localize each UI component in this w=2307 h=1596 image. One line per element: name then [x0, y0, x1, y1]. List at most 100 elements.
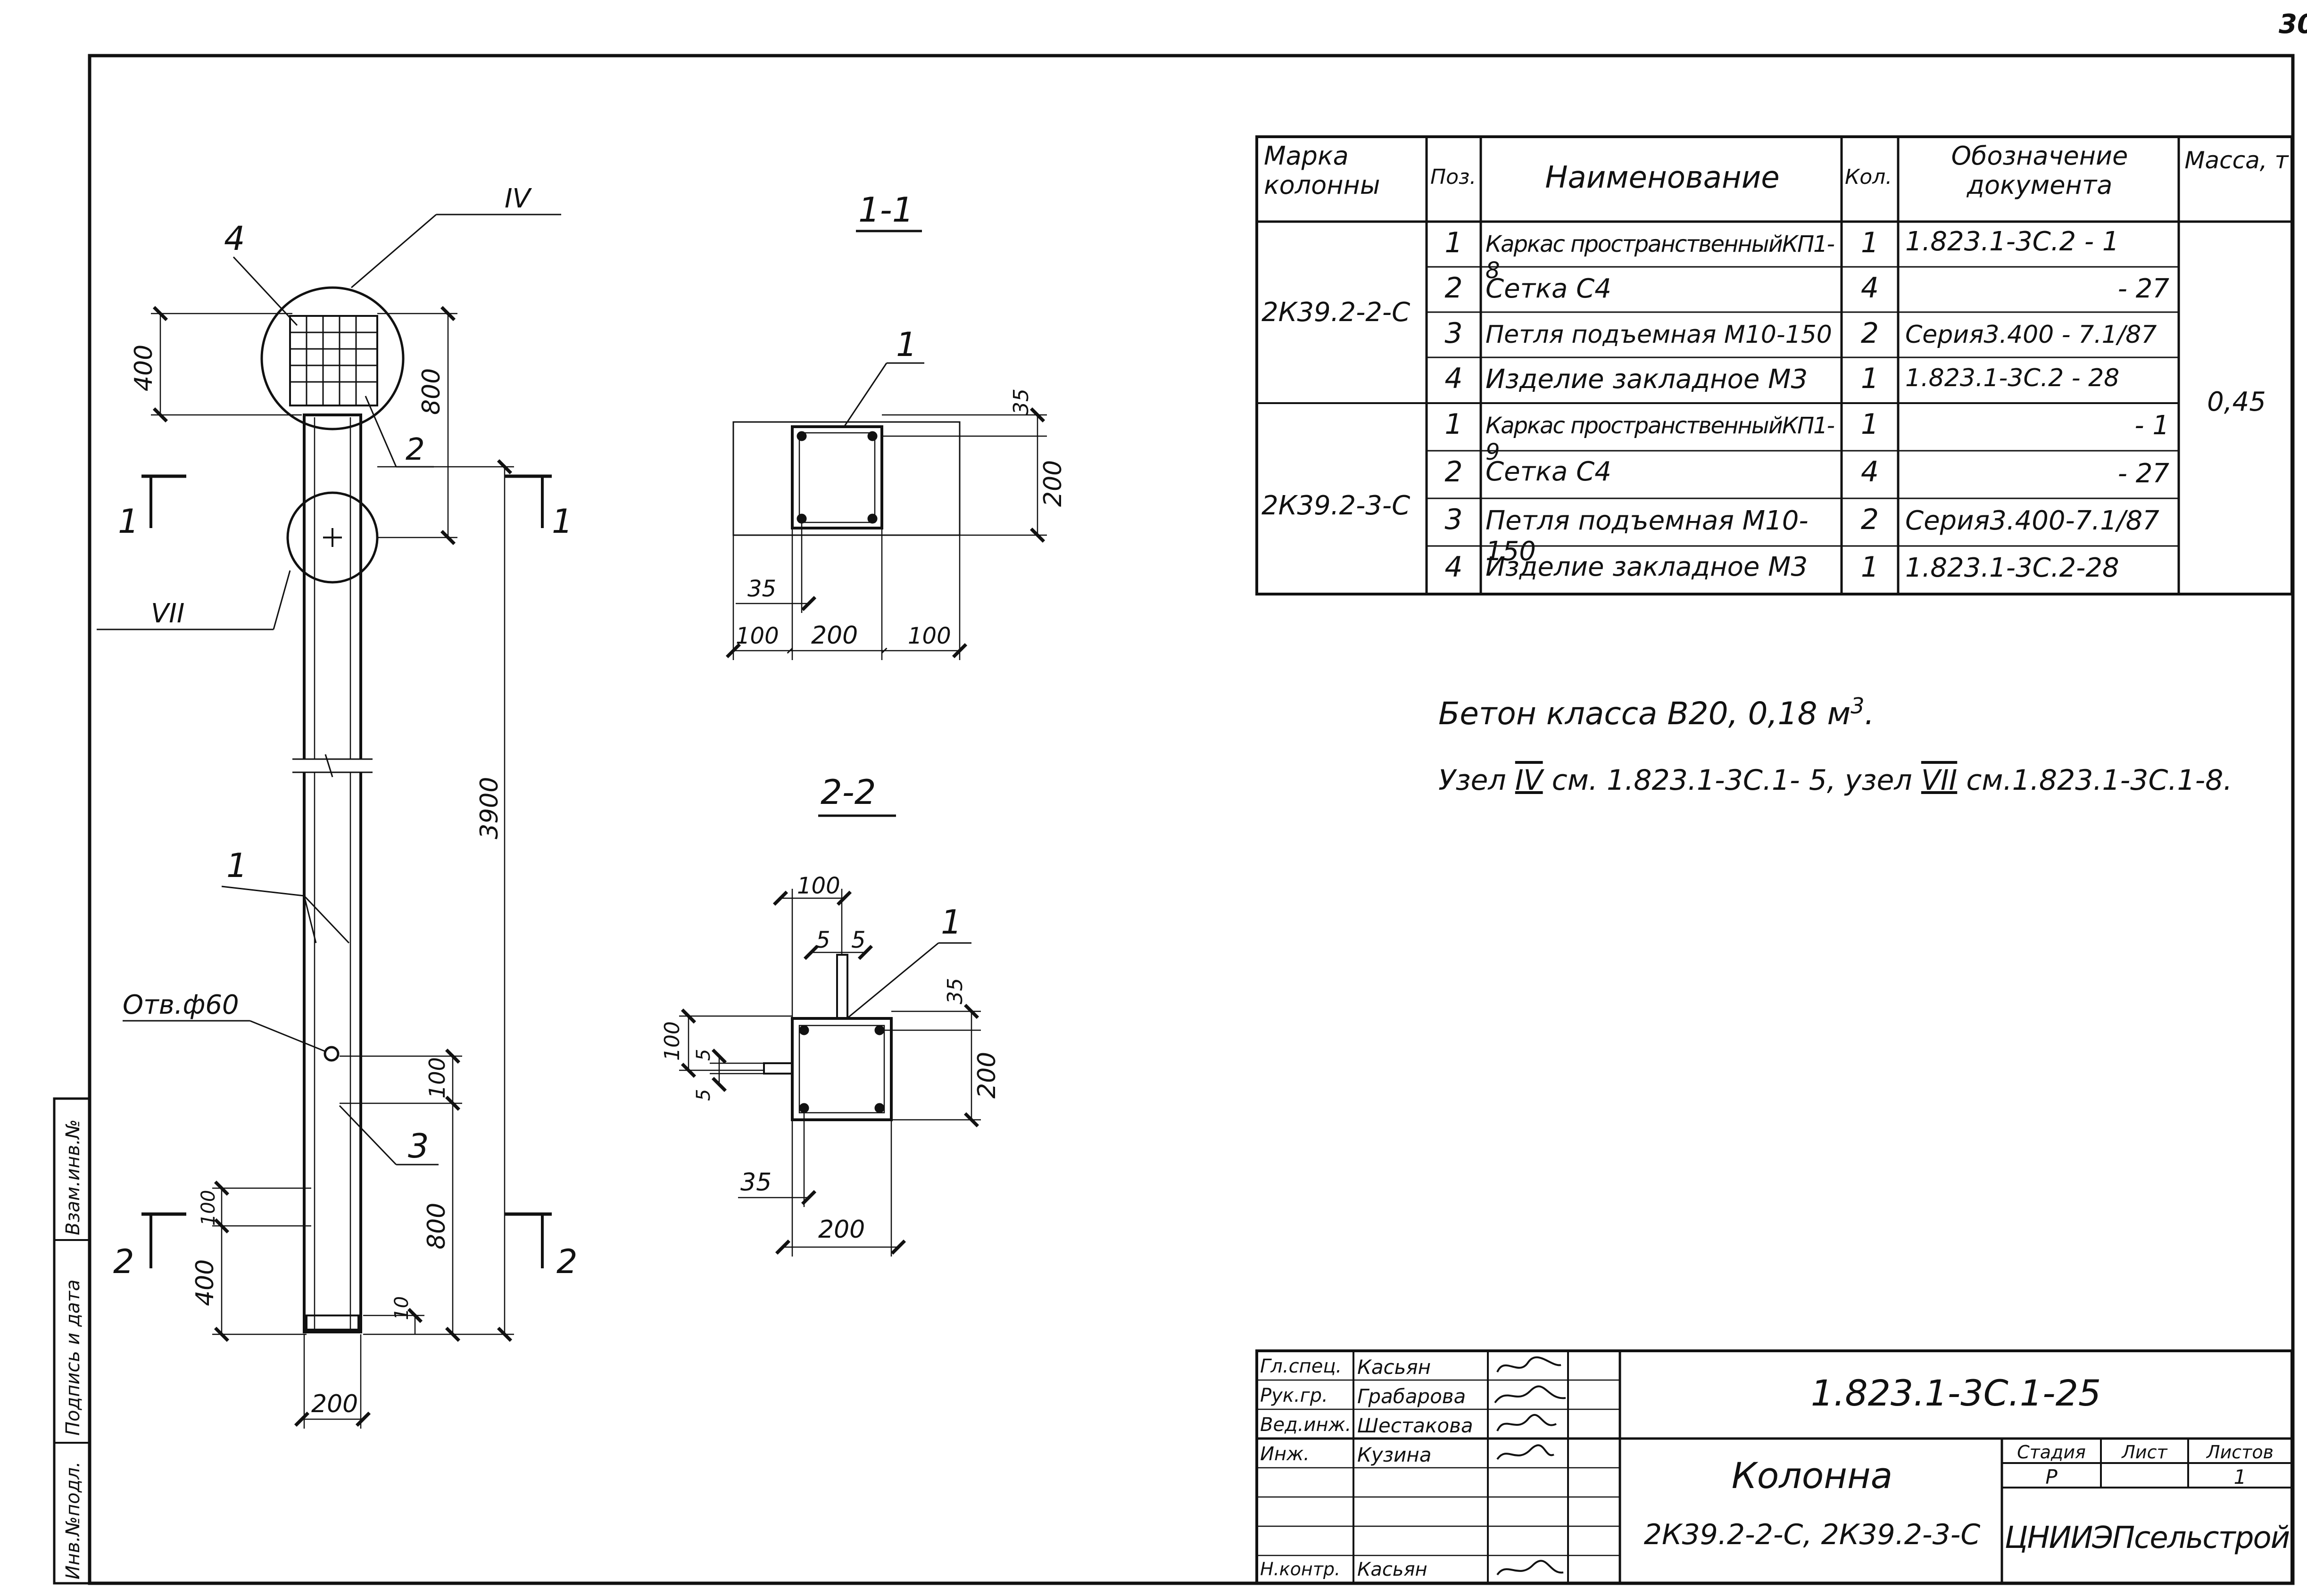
tb-role-1: Рук.гр. — [1260, 1385, 1328, 1406]
spec-g1-r3-qty: 2 — [1860, 317, 1879, 350]
note-node-vii: VII — [1921, 764, 1958, 797]
tb-name-3: Кузина — [1357, 1443, 1432, 1466]
pos-label-1: 1 — [226, 846, 248, 885]
tb-sheet-label: Лист — [2122, 1442, 2167, 1463]
spec-header-doc: Обозначение документа — [1951, 141, 2128, 200]
spec-g1-r2-doc: - 27 — [2117, 273, 2169, 304]
spec-g1-r3-name: Петля подъемная М10-150 — [1485, 321, 1832, 349]
spec-g1-r1-name: Каркас пространственныйКП1-8 — [1485, 231, 1835, 284]
spec-g2-r3-doc: Серия3.400-7.1/87 — [1905, 505, 2159, 536]
dim-hole-100: 100 — [424, 1057, 450, 1099]
spec-g2-r2-pos: 2 — [1444, 455, 1463, 488]
spec-g2-r2-name: Сетка С4 — [1485, 456, 1611, 487]
spec-mass-value: 0,45 — [2207, 387, 2266, 417]
spec-g1-r4-doc: 1.823.1-3С.2 - 28 — [1905, 364, 2120, 392]
node-iv-label: IV — [505, 183, 532, 214]
spec-g2-r2-qty: 4 — [1860, 455, 1879, 488]
section-2-dim-width: 200 — [818, 1216, 865, 1244]
spec-header-qty-cell: Кол. — [1845, 165, 1892, 189]
dim-bottom-800: 800 — [423, 1203, 451, 1249]
spec-header-mark: Марка колонны — [1264, 141, 1380, 200]
sheet-frame — [88, 54, 2295, 1585]
spec-header-mass: Масса, т — [2184, 147, 2289, 174]
spec-g2-r4-pos: 4 — [1444, 551, 1463, 584]
section-2-dim-gap-b: 5 — [851, 927, 866, 953]
section-1-1-title: 1-1 — [858, 190, 914, 230]
tb-role-0: Гл.спец. — [1260, 1356, 1342, 1377]
section-2-pos-1: 1 — [941, 903, 962, 942]
tb-sheets-label: Листов — [2207, 1442, 2274, 1463]
side-stamp: Инв.№подл. Подпись и дата Взам.инв.№ — [53, 1097, 91, 1585]
cut-mark-1-right: 1 — [552, 502, 573, 541]
tb-name-2: Шестакова — [1357, 1414, 1473, 1437]
cut-mark-2-right: 2 — [556, 1242, 578, 1281]
signature-marks — [1494, 1356, 1566, 1576]
section-1-1 — [725, 230, 1047, 660]
tb-doc-code: 1.823.1-3С.1-25 — [1810, 1372, 2101, 1414]
pos-label-3: 3 — [408, 1127, 429, 1166]
section-2-dim-height: 200 — [973, 1052, 1001, 1099]
spec-g2-r1-doc: - 1 — [2134, 410, 2169, 441]
section-2-dim-left-5a: 5 — [693, 1049, 714, 1061]
spec-g1-r2-pos: 2 — [1444, 272, 1463, 305]
sheet-number: 30 — [2279, 9, 2307, 40]
pos-label-2: 2 — [406, 432, 425, 467]
tb-stage-label: Стадия — [2017, 1442, 2086, 1463]
spec-g1-r2-qty: 4 — [1860, 272, 1879, 305]
dim-width-200: 200 — [311, 1390, 358, 1418]
tb-name-1: Грабарова — [1357, 1385, 1466, 1408]
spec-g2-r2-doc: - 27 — [2117, 458, 2169, 489]
tb-stage-value: Р — [2045, 1465, 2058, 1488]
section-2-dim-cover: 35 — [740, 1168, 772, 1197]
spec-table-grid — [1255, 135, 2293, 595]
section-2-2-title: 2-2 — [821, 772, 876, 812]
tb-subtitle: 2К39.2-2-С, 2К39.2-3-С — [1643, 1518, 1981, 1551]
section-1-dim-height: 200 — [1039, 460, 1067, 507]
spec-g1-r4-qty: 1 — [1860, 362, 1879, 395]
section-1-dim-cover: 35 — [747, 576, 776, 602]
note-node-iv: IV — [1515, 764, 1543, 797]
note-nodes-part-1: Узел — [1438, 764, 1515, 797]
spec-g2-r3-name: Петля подъемная М10-150 — [1485, 505, 1809, 567]
section-2-dim-cover-top: 35 — [943, 978, 967, 1004]
section-1-dim-cover-top: 35 — [1009, 389, 1033, 415]
spec-g2-r1-pos: 1 — [1444, 408, 1463, 441]
spec-group-1-mark: 2К39.2-2-С — [1261, 297, 1411, 328]
dim-bottom-400: 400 — [191, 1259, 219, 1306]
note-concrete: Бетон класса В20, 0,18 м3. — [1438, 693, 1875, 732]
spec-g2-r4-name: Изделие закладное М3 — [1485, 552, 1808, 582]
note-concrete-end: . — [1864, 695, 1875, 732]
section-1-dim-middle: 200 — [811, 621, 858, 650]
spec-g1-r3-doc: Серия3.400 - 7.1/87 — [1905, 321, 2157, 349]
section-1-dim-right: 100 — [908, 623, 951, 649]
dim-small-100: 100 — [198, 1190, 219, 1226]
cut-mark-1-left: 1 — [118, 502, 139, 541]
side-stamp-inv: Инв.№подл. — [62, 1461, 84, 1579]
note-nodes: Узел IV см. 1.823.1-3С.1- 5, узел VII см… — [1438, 764, 2232, 797]
dim-height-3900: 3900 — [475, 777, 504, 839]
spec-g1-r2-name: Сетка С4 — [1485, 273, 1611, 304]
node-vii-label: VII — [151, 598, 184, 629]
note-nodes-part-3: см.1.823.1-3С.1-8. — [1957, 764, 2232, 797]
tb-role-2: Вед.инж. — [1260, 1414, 1352, 1436]
spec-g1-r1-doc: 1.823.1-3С.2 - 1 — [1905, 226, 2119, 257]
section-2-dim-gap-a: 5 — [816, 927, 830, 953]
dim-top-800: 800 — [417, 368, 446, 415]
cut-mark-2-left: 2 — [113, 1242, 134, 1281]
spec-g2-r4-doc: 1.823.1-3С.2-28 — [1905, 553, 2119, 583]
spec-g1-r4-pos: 4 — [1444, 362, 1463, 395]
title-block-grid — [1255, 1349, 2293, 1585]
tb-organization: ЦНИИЭПсельстрой — [2004, 1521, 2290, 1555]
section-1-dim-left: 100 — [736, 623, 779, 649]
note-concrete-text: Бетон класса В20, 0,18 м — [1438, 695, 1851, 732]
tb-role-3: Инж. — [1260, 1443, 1310, 1465]
spec-g2-r4-qty: 1 — [1860, 551, 1879, 584]
pos-label-4: 4 — [224, 219, 245, 258]
spec-g1-r3-pos: 3 — [1444, 317, 1463, 350]
side-stamp-sign: Подпись и дата — [62, 1280, 84, 1436]
dim-top-400: 400 — [130, 345, 158, 391]
spec-header-pos: Поз. — [1430, 165, 1477, 189]
hole-label: Отв.ф60 — [123, 990, 239, 1020]
tb-name-7: Касьян — [1357, 1559, 1427, 1580]
